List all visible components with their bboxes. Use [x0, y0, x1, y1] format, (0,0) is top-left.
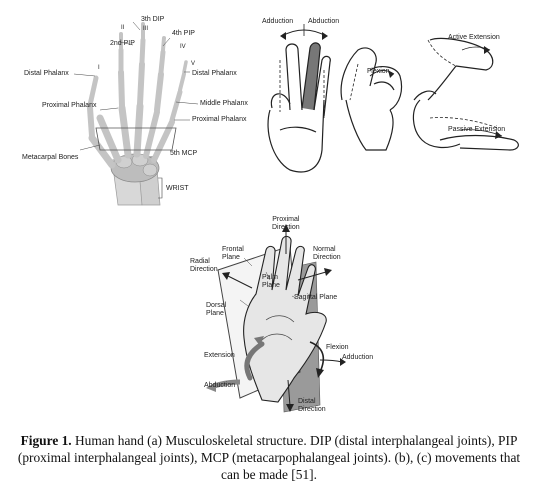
label-palm-plane: Palm Plane [262, 274, 280, 289]
label-abduction-b: Abduction [308, 18, 340, 25]
label-num-iii: III [143, 26, 149, 32]
figure-caption: Figure 1. Human hand (a) Musculoskeletal… [14, 432, 524, 483]
label-middle-phalanx: Middle Phalanx [200, 100, 248, 107]
label-proximal-phalanx-left: Proximal Phalanx [42, 102, 97, 109]
hand-skeleton-illustration [73, 21, 199, 206]
caption-text: Human hand (a) Musculoskeletal structure… [17, 433, 521, 482]
label-adduction-c: Adduction [342, 354, 374, 361]
label-extension: Extension [204, 352, 235, 359]
finger-movements-illustration [267, 24, 519, 173]
label-passive-extension: Passive Extension [448, 126, 506, 133]
anatomical-planes-illustration [206, 224, 346, 413]
label-abduction-c: Abduction [204, 382, 236, 389]
label-num-ii: II [121, 25, 125, 31]
label-frontal-plane: Frontal Plane [222, 246, 244, 261]
label-flexion-c: Flexion [326, 344, 349, 351]
label-distal-phalanx-right: Distal Phalanx [192, 70, 237, 77]
label-num-v: V [191, 61, 196, 67]
label-active-extension: Active Extension [448, 34, 500, 41]
label-metacarpal-bones: Metacarpal Bones [22, 154, 79, 161]
label-sagittal-plane: Sagittal Plane [294, 294, 338, 301]
label-adduction-b: Adduction [262, 18, 294, 25]
label-wrist: WRIST [166, 185, 189, 192]
label-num-iv: IV [180, 44, 186, 50]
anatomical-planes-panel: Proximal Direction Frontal Plane Normal … [170, 210, 390, 420]
label-normal-direction: Normal Direction [313, 246, 341, 261]
label-2nd-pip: 2nd PIP [110, 40, 135, 47]
skeleton-panel: 3th DIP III II 2nd PIP 4th PIP IV V I Di… [0, 0, 248, 210]
label-proximal-direction: Proximal Direction [272, 216, 300, 231]
label-4th-pip: 4th PIP [172, 30, 195, 37]
label-radial-direction: Radial Direction [190, 258, 218, 273]
finger-movements-panel: Adduction Abduction Flexion Active Exten… [250, 0, 538, 210]
label-distal-direction: Distal Direction [298, 398, 326, 413]
label-3th-dip: 3th DIP [141, 16, 165, 23]
label-flexion-b: Flexion [367, 68, 390, 75]
label-5th-mcp: 5th MCP [170, 150, 198, 157]
label-distal-phalanx-left: Distal Phalanx [24, 70, 69, 77]
label-proximal-phalanx-right: Proximal Phalanx [192, 116, 247, 123]
label-num-i: I [98, 65, 100, 71]
label-dorsal-plane: Dorsal Plane [206, 302, 227, 317]
figure-label: Figure 1. [20, 433, 72, 448]
